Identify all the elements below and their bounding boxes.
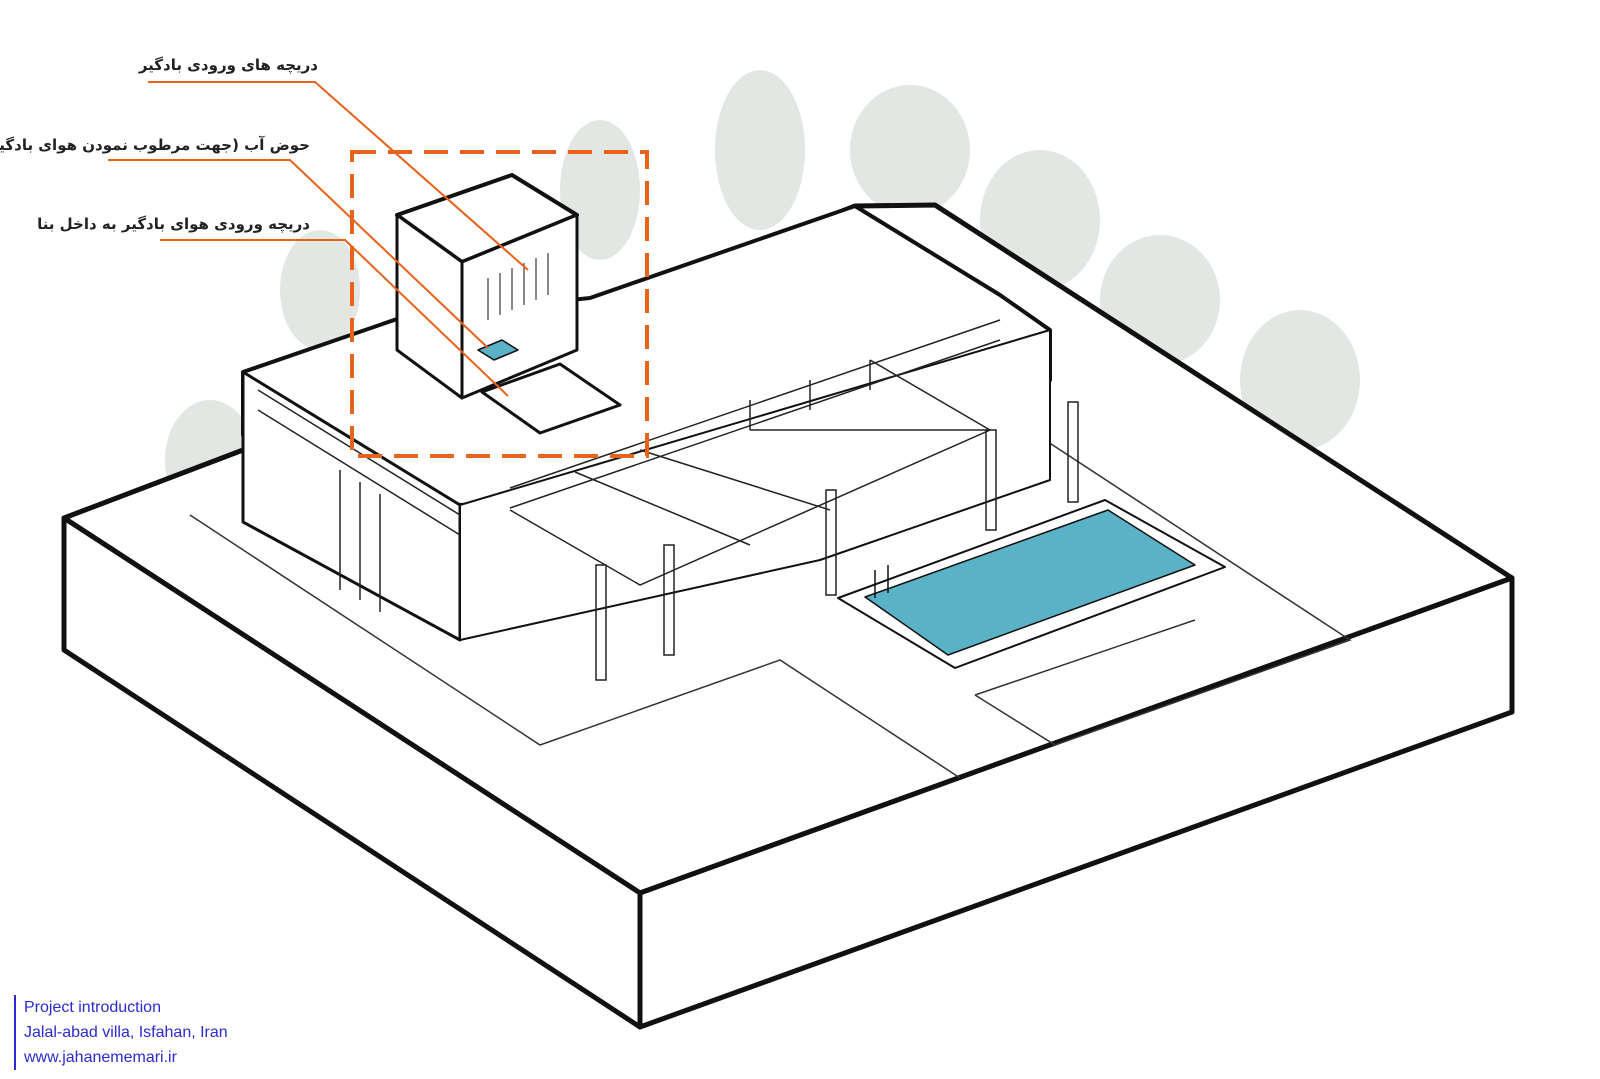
- column: [595, 564, 607, 681]
- courtyard-border: [189, 514, 961, 779]
- roof-opening: [480, 362, 622, 435]
- leader-line-3: [160, 239, 509, 397]
- window-line: [257, 409, 461, 536]
- tree: [715, 70, 805, 230]
- wind-catcher: [395, 173, 622, 435]
- annotation-air-inlet: دریچه ورودی هوای بادگیر به داخل بنا: [37, 215, 310, 233]
- pergola-frame: [509, 359, 992, 586]
- caption-website: www.jahanememari.ir: [24, 1049, 177, 1066]
- courtyard-border: [974, 619, 1196, 696]
- caption-title: Project introduction: [24, 999, 161, 1016]
- tree: [560, 120, 640, 260]
- annotation-inlet-vents: دریچه های ورودی بادگیر: [138, 56, 318, 74]
- column: [663, 544, 675, 656]
- pergola-beam: [574, 471, 751, 546]
- window-line: [509, 339, 1001, 509]
- wind-catcher-water-pool: [477, 339, 519, 361]
- column: [1067, 401, 1079, 503]
- building-front-wall: [459, 329, 1051, 641]
- courtyard-border: [974, 439, 1352, 746]
- column: [825, 489, 837, 596]
- pergola: [509, 359, 1079, 681]
- tree: [1240, 310, 1360, 450]
- tree: [850, 85, 970, 215]
- caption-project: Jalal-abad villa, Isfahan, Iran: [24, 1024, 228, 1041]
- leader-lines: [108, 81, 529, 397]
- pergola-beam: [639, 449, 831, 511]
- column: [985, 429, 997, 531]
- window-line: [257, 389, 461, 516]
- courtyard-lines: [189, 439, 1352, 779]
- leader-line-2: [108, 159, 489, 349]
- facade-details: [257, 319, 1001, 612]
- pool-water: [864, 509, 1196, 656]
- highlight-box: [350, 150, 649, 458]
- caption-block: Project introduction Jalal-abad villa, I…: [14, 995, 228, 1070]
- building: [241, 204, 1052, 642]
- platform-right-face: [637, 575, 1515, 1030]
- annotation-water-pool: حوض آب (جهت مرطوب نمودن هوای بادگیر): [0, 136, 310, 154]
- swimming-pool: [837, 499, 1226, 669]
- window-line: [509, 319, 1001, 489]
- tree: [280, 230, 360, 350]
- leader-line-1: [148, 81, 529, 271]
